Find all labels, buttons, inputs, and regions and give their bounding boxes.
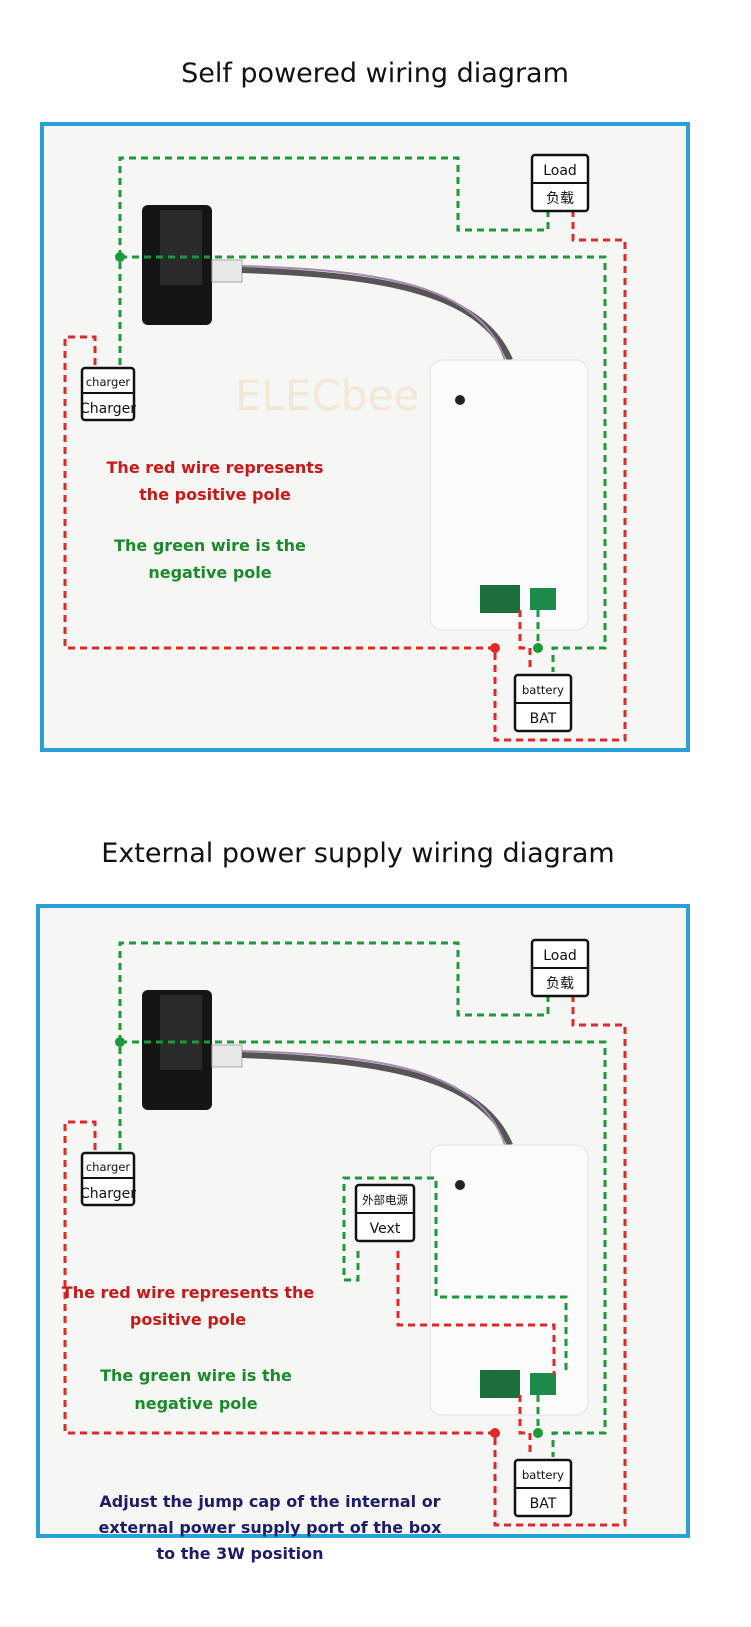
svg-text:charger: charger bbox=[86, 1160, 131, 1174]
svg-text:the positive pole: the positive pole bbox=[139, 485, 291, 504]
svg-text:外部电源: 外部电源 bbox=[362, 1193, 408, 1207]
jump-cap-note: Adjust the jump cap of the internal or bbox=[99, 1492, 440, 1511]
svg-text:negative pole: negative pole bbox=[148, 563, 271, 582]
panel-external-power: Load 负载 charger Charger 外部电源 Vext batter… bbox=[36, 904, 690, 1563]
circuit-board bbox=[480, 1370, 520, 1398]
svg-text:positive pole: positive pole bbox=[130, 1310, 246, 1329]
svg-text:Vext: Vext bbox=[370, 1221, 401, 1237]
watermark: ELECbee bbox=[235, 371, 419, 420]
diagram-title: Self powered wiring diagram bbox=[181, 58, 569, 89]
svg-text:Load: Load bbox=[543, 948, 577, 964]
control-box bbox=[429, 359, 589, 631]
indicator-hole bbox=[455, 395, 465, 405]
diagram-frame bbox=[40, 122, 690, 752]
terminal-block bbox=[530, 588, 556, 610]
svg-text:负载: 负载 bbox=[546, 191, 574, 207]
svg-text:Load: Load bbox=[543, 163, 577, 179]
svg-text:BAT: BAT bbox=[530, 1496, 557, 1512]
svg-text:external power supply port of: external power supply port of the box bbox=[99, 1518, 443, 1537]
svg-text:to the 3W position: to the 3W position bbox=[157, 1544, 324, 1563]
vext-box: 外部电源 Vext bbox=[354, 1183, 416, 1243]
current-sensor bbox=[142, 990, 513, 1147]
svg-text:charger: charger bbox=[86, 375, 131, 389]
svg-text:negative pole: negative pole bbox=[134, 1394, 257, 1413]
circuit-board bbox=[480, 585, 520, 613]
red-wire-note: The red wire represents the bbox=[62, 1283, 315, 1302]
svg-text:负载: 负载 bbox=[546, 976, 574, 992]
terminal-block bbox=[530, 1373, 556, 1395]
indicator-hole bbox=[455, 1180, 465, 1190]
svg-text:Charger: Charger bbox=[80, 1186, 136, 1202]
svg-text:Charger: Charger bbox=[80, 401, 136, 417]
load-box: Load 负载 bbox=[530, 938, 590, 998]
green-wire-note: The green wire is the bbox=[114, 536, 306, 555]
svg-text:BAT: BAT bbox=[530, 711, 557, 727]
svg-text:battery: battery bbox=[522, 1468, 564, 1482]
charger-box: charger Charger bbox=[80, 366, 136, 422]
load-box: Load 负载 bbox=[530, 153, 590, 213]
charger-box: charger Charger bbox=[80, 1151, 136, 1207]
red-wire-note: The red wire represents bbox=[107, 458, 324, 477]
panel-self-powered: ELECbee Load 负载 charger Charger batter bbox=[40, 122, 690, 752]
battery-box: battery BAT bbox=[513, 673, 573, 733]
battery-box: battery BAT bbox=[513, 1458, 573, 1518]
control-box bbox=[429, 1144, 589, 1416]
diagram-title: External power supply wiring diagram bbox=[101, 838, 614, 869]
green-wire-note: The green wire is the bbox=[100, 1366, 292, 1385]
current-sensor bbox=[142, 205, 513, 362]
svg-text:battery: battery bbox=[522, 683, 564, 697]
